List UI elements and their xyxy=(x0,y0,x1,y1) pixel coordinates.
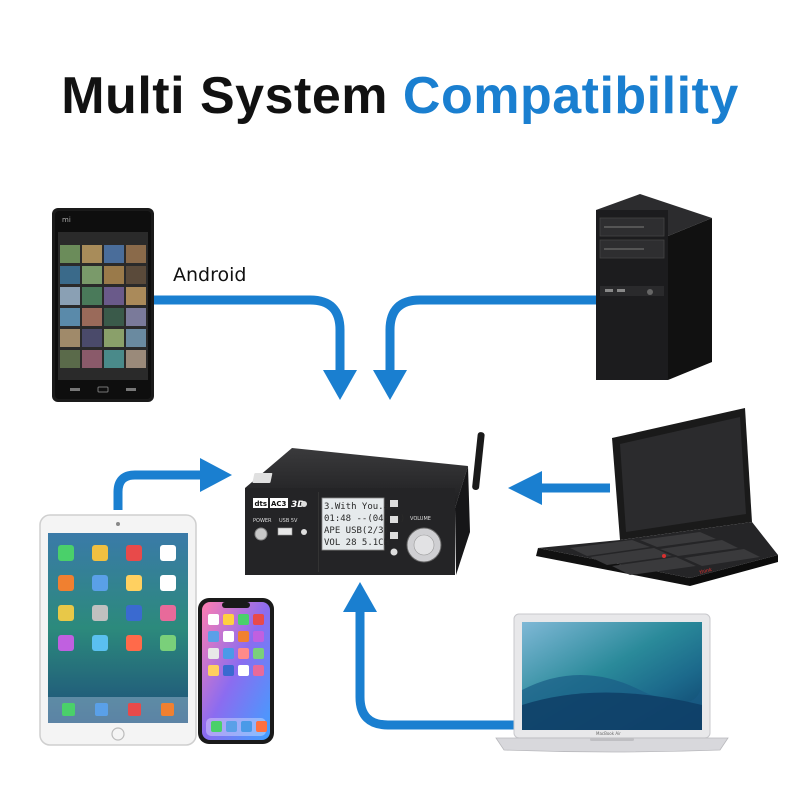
arrowhead-tablet xyxy=(200,458,232,492)
title-part1: Multi System xyxy=(61,67,388,125)
volume-label: VOLUME xyxy=(410,516,431,522)
lcd-line-2: 01:48 --(04:14) xyxy=(324,514,405,524)
arrow-android xyxy=(152,295,345,372)
logo-ac3: AC3 xyxy=(271,500,287,508)
usb-label: USB 5V xyxy=(279,518,298,524)
desktop-tower-icon xyxy=(596,194,712,380)
usb-port[interactable] xyxy=(277,527,293,536)
arrow-desktop xyxy=(385,295,600,372)
power-label: POWER xyxy=(253,518,272,524)
lcd-line-4: VOL 28 5.1CH xyxy=(324,538,389,548)
title-part2: Compatibility xyxy=(402,67,739,125)
led-indicator-top xyxy=(301,501,307,507)
arrowheads xyxy=(200,370,542,612)
play-button[interactable] xyxy=(390,500,398,507)
svg-text:MacBook Air: MacBook Air xyxy=(596,731,621,736)
audio-decoder-device-icon: dts AC3 3D POWER USB 5V 3.With You.ape 0… xyxy=(245,432,485,575)
lcd-display xyxy=(321,497,385,551)
page-title: Multi System Compatibility xyxy=(0,66,800,126)
svg-text:think: think xyxy=(699,567,713,576)
next-button[interactable] xyxy=(390,516,398,523)
arrowhead-macbook xyxy=(343,582,377,612)
logo-3d: 3D xyxy=(291,500,305,510)
svg-text:mi: mi xyxy=(62,216,71,224)
arrowhead-desktop xyxy=(373,370,407,400)
android-phone-icon: mi xyxy=(52,208,154,402)
logo-dts: dts xyxy=(255,500,268,508)
arrow-tablet xyxy=(113,470,202,510)
laptop-macbook-icon: MacBook Air xyxy=(495,613,729,753)
laptop-thinkpad-icon: think xyxy=(536,408,778,586)
android-label: Android xyxy=(173,264,247,286)
led-indicator-bottom xyxy=(301,529,307,535)
prev-button[interactable] xyxy=(390,532,398,539)
arrows xyxy=(113,295,610,730)
tablet-icon xyxy=(39,514,197,746)
power-button[interactable] xyxy=(254,527,268,541)
format-logos: dts AC3 3D xyxy=(253,498,305,510)
arrow-macbook xyxy=(355,610,520,730)
lcd-line-1: 3.With You.ape xyxy=(324,502,400,512)
lcd-line-3: APE USB(2/3) xyxy=(324,526,389,536)
smartphone-icon xyxy=(198,598,274,744)
arrowhead-laptop xyxy=(508,471,542,505)
arrowhead-android xyxy=(323,370,357,400)
mode-button[interactable] xyxy=(390,548,398,556)
